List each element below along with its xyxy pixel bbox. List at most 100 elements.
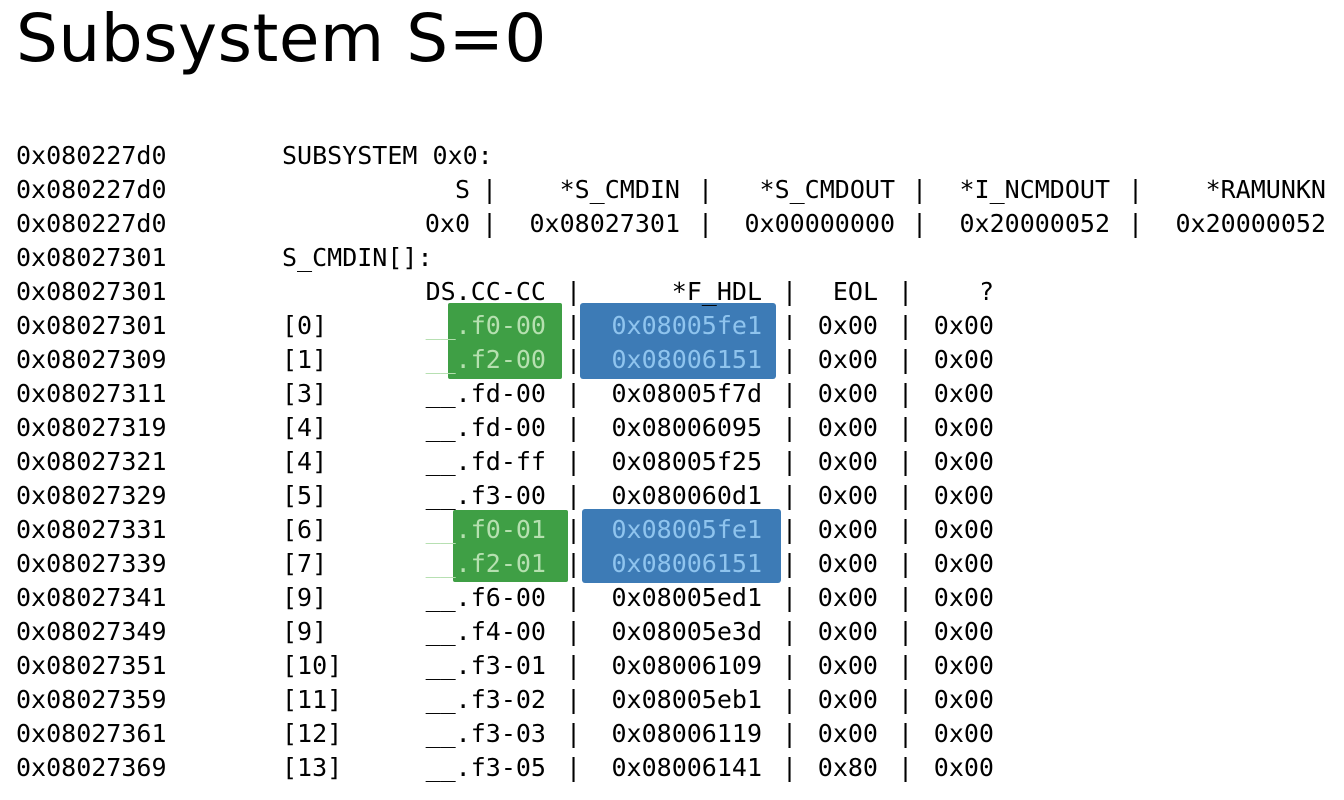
column-separator: |	[782, 379, 798, 408]
row-index: [4]	[282, 413, 328, 442]
address: 0x08027311	[16, 379, 167, 408]
value-s-cmdin: 0x08027301	[529, 209, 680, 238]
column-separator: |	[782, 617, 798, 646]
f-hdl-value: 0x08005eb1	[611, 685, 762, 714]
column-separator: |	[782, 413, 798, 442]
eol-value: 0x00	[817, 311, 878, 340]
column-separator: |	[566, 651, 582, 680]
column-separator: |	[898, 719, 914, 748]
address: 0x08027301	[16, 277, 167, 306]
row-index: [1]	[282, 345, 328, 374]
column-separator: |	[898, 549, 914, 578]
unknown-value: 0x00	[933, 583, 994, 612]
f-hdl-value: 0x08006109	[611, 651, 762, 680]
table-row: 0x08027359[11]__.f3-02|0x08005eb1|0x00|0…	[0, 683, 1344, 717]
table-row: 0x08027329[5]__.f3-00|0x080060d1|0x00|0x…	[0, 479, 1344, 513]
eol-value: 0x80	[817, 753, 878, 782]
eol-value: 0x00	[817, 413, 878, 442]
ds-cc-value: __.fd-00	[425, 379, 546, 408]
ds-cc-value: __.f3-02	[425, 685, 546, 714]
f-hdl-value: 0x08005fe1	[611, 515, 762, 544]
table-row: 0x08027339[7]__.f2-01|0x08006151|0x00|0x…	[0, 547, 1344, 581]
unknown-value: 0x00	[933, 311, 994, 340]
row-index: [7]	[282, 549, 328, 578]
column-separator: |	[482, 175, 498, 204]
column-separator: |	[566, 549, 582, 578]
subsystem-title-row: 0x080227d0 SUBSYSTEM 0x0:	[0, 139, 1344, 173]
unknown-value: 0x00	[933, 651, 994, 680]
column-header-eol: EOL	[832, 277, 878, 306]
page-title: Subsystem S=0	[16, 0, 547, 77]
highlight-ds-f0-00-f2-00	[448, 303, 562, 379]
column-separator: |	[566, 753, 582, 782]
table-row: 0x08027311[3]__.fd-00|0x08005f7d|0x00|0x…	[0, 377, 1344, 411]
column-header-i-ncmdout: *I_NCMDOUT	[959, 175, 1110, 204]
column-separator: |	[566, 277, 582, 306]
column-separator: |	[898, 379, 914, 408]
unknown-value: 0x00	[933, 413, 994, 442]
column-separator: |	[782, 651, 798, 680]
ds-cc-value: __.f6-00	[425, 583, 546, 612]
f-hdl-value: 0x08005e3d	[611, 617, 762, 646]
table-row: 0x08027301[0]__.f0-00|0x08005fe1|0x00|0x…	[0, 309, 1344, 343]
column-separator: |	[782, 583, 798, 612]
column-separator: |	[566, 447, 582, 476]
column-separator: |	[782, 515, 798, 544]
column-separator: |	[566, 345, 582, 374]
table-row: 0x08027331[6]__.f0-01|0x08005fe1|0x00|0x…	[0, 513, 1344, 547]
table-row: 0x08027321[4]__.fd-ff|0x08005f25|0x00|0x…	[0, 445, 1344, 479]
value-i-ncmdout: 0x20000052	[959, 209, 1110, 238]
eol-value: 0x00	[817, 549, 878, 578]
unknown-value: 0x00	[933, 753, 994, 782]
eol-value: 0x00	[817, 379, 878, 408]
unknown-value: 0x00	[933, 515, 994, 544]
address: 0x08027351	[16, 651, 167, 680]
address: 0x08027331	[16, 515, 167, 544]
address: 0x08027309	[16, 345, 167, 374]
column-separator: |	[912, 175, 928, 204]
column-header-ramunkn: *RAMUNKN	[1205, 175, 1326, 204]
row-index: [12]	[282, 719, 343, 748]
f-hdl-value: 0x08005ed1	[611, 583, 762, 612]
f-hdl-value: 0x08005f7d	[611, 379, 762, 408]
eol-value: 0x00	[817, 481, 878, 510]
row-index: [9]	[282, 617, 328, 646]
address: 0x08027301	[16, 311, 167, 340]
column-separator: |	[898, 277, 914, 306]
eol-value: 0x00	[817, 719, 878, 748]
row-index: [9]	[282, 583, 328, 612]
column-separator: |	[566, 311, 582, 340]
table-row: 0x08027351[10]__.f3-01|0x08006109|0x00|0…	[0, 649, 1344, 683]
column-separator: |	[566, 515, 582, 544]
highlight-hdl-group-2	[582, 509, 781, 583]
row-index: [6]	[282, 515, 328, 544]
address: 0x080227d0	[16, 141, 167, 170]
column-separator: |	[782, 277, 798, 306]
column-header-unknown: ?	[978, 277, 994, 306]
f-hdl-value: 0x08006095	[611, 413, 762, 442]
row-index: [11]	[282, 685, 343, 714]
f-hdl-value: 0x08006151	[611, 549, 762, 578]
column-separator: |	[698, 175, 714, 204]
address: 0x08027361	[16, 719, 167, 748]
column-separator: |	[782, 719, 798, 748]
table-row: 0x08027349[9]__.f4-00|0x08005e3d|0x00|0x…	[0, 615, 1344, 649]
column-separator: |	[566, 379, 582, 408]
subsystem-label: SUBSYSTEM 0x0:	[282, 141, 493, 170]
address: 0x08027329	[16, 481, 167, 510]
eol-value: 0x00	[817, 651, 878, 680]
table-row: 0x08027369[13]__.f3-05|0x08006141|0x80|0…	[0, 751, 1344, 785]
cmdin-table-header: 0x08027301 DS.CC-CC | *F_HDL | EOL | ?	[0, 275, 1344, 309]
subsystem-columns-row: 0x080227d0 S | *S_CMDIN | *S_CMDOUT | *I…	[0, 173, 1344, 207]
unknown-value: 0x00	[933, 345, 994, 374]
row-index: [10]	[282, 651, 343, 680]
row-index: [0]	[282, 311, 328, 340]
eol-value: 0x00	[817, 617, 878, 646]
address: 0x080227d0	[16, 175, 167, 204]
column-header-ds-cc: DS.CC-CC	[425, 277, 546, 306]
value-s-cmdout: 0x00000000	[744, 209, 895, 238]
row-index: [3]	[282, 379, 328, 408]
column-separator: |	[898, 447, 914, 476]
column-separator: |	[482, 209, 498, 238]
